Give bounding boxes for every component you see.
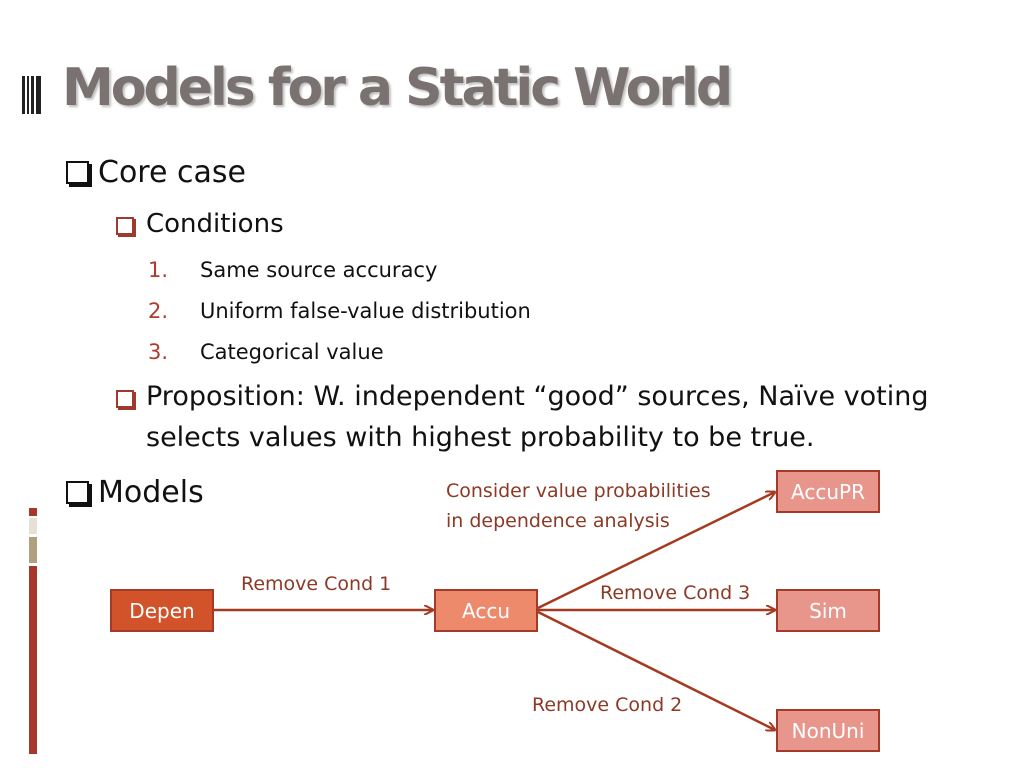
proposition-line-2: selects values with highest probability …: [146, 422, 815, 453]
label-consider-line-1: Consider value probabilities: [446, 480, 711, 502]
arrow-accu-to-accupr: [537, 492, 775, 610]
proposition-line-1: Proposition: W. independent “good” sourc…: [146, 381, 929, 412]
label-remove-cond-3: Remove Cond 3: [600, 582, 751, 604]
title-bars-icon: [22, 76, 42, 114]
checkbox-bullet-icon: [116, 217, 134, 235]
checkbox-bullet-icon: [116, 390, 134, 408]
label-remove-cond-1: Remove Cond 1: [241, 573, 392, 595]
core-case-heading: Core case: [98, 155, 246, 190]
condition-number: 2.: [148, 299, 169, 323]
node-nonuni: NonUni: [776, 709, 880, 752]
condition-number: 3.: [148, 340, 169, 364]
left-accent-bar-main: [29, 566, 37, 754]
checkbox-bullet-icon: [66, 161, 89, 184]
models-heading: Models: [98, 475, 204, 510]
node-accupr: AccuPR: [776, 470, 880, 513]
checkbox-bullet-icon: [66, 481, 89, 504]
condition-number: 1.: [148, 258, 169, 282]
node-sim: Sim: [776, 589, 880, 632]
left-accent-bar-light: [29, 518, 37, 534]
bullet-models: Models: [66, 475, 204, 510]
conditions-heading: Conditions: [146, 209, 284, 239]
left-accent-bar-tan: [29, 537, 37, 563]
condition-text: Uniform false-value distribution: [200, 299, 531, 323]
label-remove-cond-2: Remove Cond 2: [532, 694, 683, 716]
label-consider-line-2: in dependence analysis: [446, 510, 670, 532]
left-accent-bar-top: [29, 508, 37, 516]
bullet-core-case: Core case: [66, 155, 246, 190]
arrow-accu-to-nonuni: [537, 610, 775, 730]
condition-text: Categorical value: [200, 340, 384, 364]
slide-title: Models for a Static World: [62, 58, 733, 118]
node-depen: Depen: [110, 589, 214, 632]
node-accu: Accu: [434, 589, 538, 632]
condition-text: Same source accuracy: [200, 258, 438, 282]
